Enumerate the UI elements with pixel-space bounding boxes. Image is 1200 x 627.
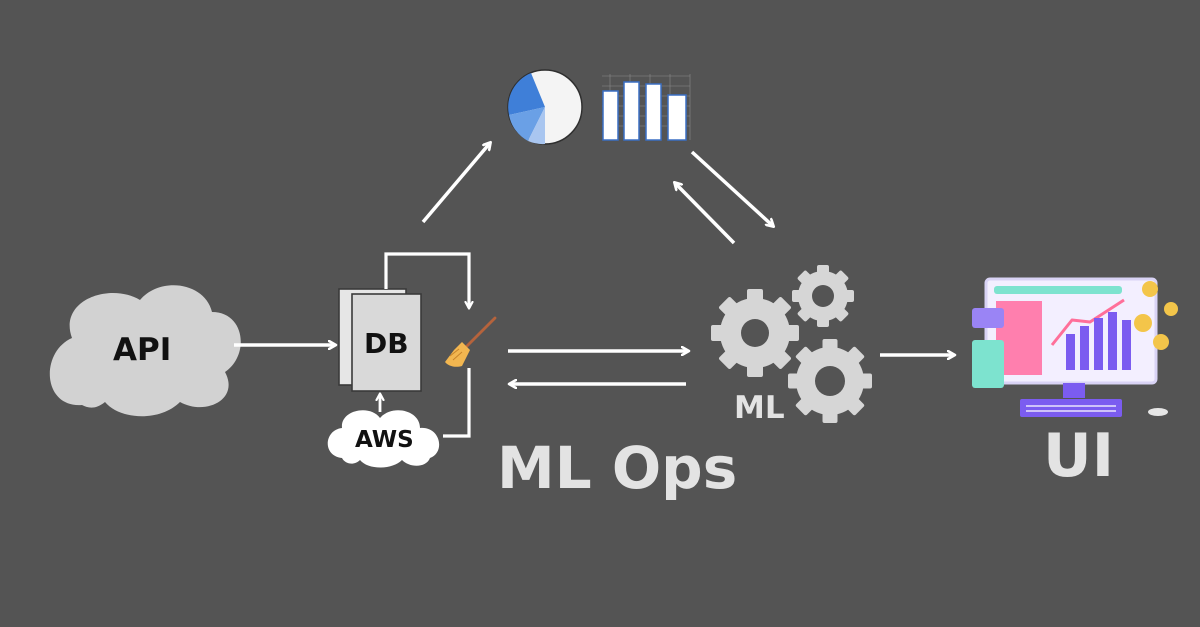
ml-label: ML — [734, 390, 785, 426]
gear-tooth — [747, 365, 763, 377]
gear-tooth — [787, 325, 799, 341]
arrow-analytics-to-ml — [690, 150, 773, 226]
gear-medium — [788, 339, 872, 423]
gear-tooth — [847, 346, 865, 364]
gear-tooth — [795, 398, 813, 416]
pie-chart-icon — [507, 69, 583, 145]
gear-tooth — [719, 350, 738, 369]
monitor-dashboard-icon — [972, 277, 1178, 417]
gear-small — [792, 265, 854, 327]
gear-tooth — [861, 373, 872, 389]
gear-tooth — [719, 297, 738, 316]
api-cloud-icon — [49, 285, 241, 417]
arrow-db-to-clean — [384, 252, 469, 308]
gear-tooth — [817, 265, 829, 274]
gear-tooth — [845, 290, 854, 302]
gear-tooth — [711, 325, 723, 341]
diagram-title: ML Ops — [497, 434, 738, 502]
ui-label: UI — [1043, 421, 1115, 491]
gear-tooth — [795, 346, 813, 364]
gear-tooth — [788, 373, 799, 389]
broom-icon — [445, 316, 497, 367]
database-icon — [338, 288, 422, 392]
db-label: DB — [364, 327, 409, 360]
gear-tooth — [822, 412, 838, 423]
bar-chart-icon — [602, 74, 691, 141]
gear-tooth — [797, 308, 811, 322]
gear-tooth — [822, 339, 838, 350]
gears-icon — [711, 265, 872, 423]
gear-tooth — [792, 290, 801, 302]
gear-tooth — [847, 398, 865, 416]
arrow-ml-to-analytics — [675, 183, 736, 245]
aws-label: AWS — [355, 427, 414, 453]
gear-tooth — [772, 350, 791, 369]
gear-tooth — [772, 297, 791, 316]
gear-tooth — [747, 289, 763, 301]
arrow-db-to-analytics — [421, 143, 490, 224]
aws-cloud-icon — [327, 410, 440, 468]
gear-large — [711, 289, 799, 377]
gear-tooth — [835, 308, 849, 322]
line-clean-to-aws — [443, 368, 471, 438]
gear-tooth — [817, 318, 829, 327]
gear-tooth — [835, 270, 849, 284]
gear-tooth — [797, 270, 811, 284]
api-label: API — [113, 332, 172, 368]
